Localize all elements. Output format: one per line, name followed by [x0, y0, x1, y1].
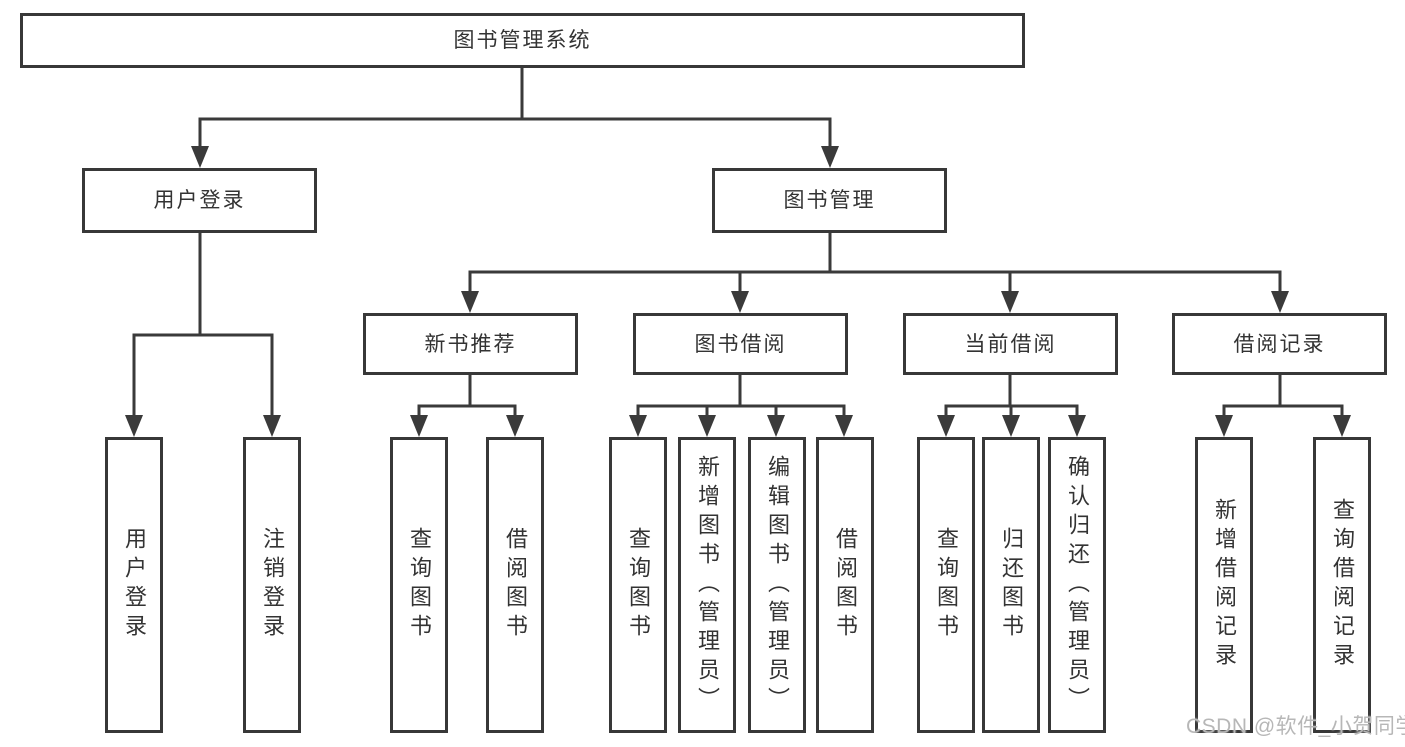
- node-label: 编辑图书（管理员）: [765, 454, 790, 716]
- node-label: 图书管理系统: [453, 29, 592, 52]
- node-book-management: 图书管理: [712, 168, 947, 233]
- node-label: 借阅图书: [833, 527, 858, 643]
- node-label: 查询借阅记录: [1330, 498, 1355, 672]
- node-new-book-recommendation: 新书推荐: [363, 313, 578, 375]
- node-label: 注销登录: [260, 527, 285, 643]
- node-label: 查询图书: [407, 527, 432, 643]
- csdn-watermark: CSDN @软件_小贺同学: [1186, 715, 1405, 738]
- node-label: 确认归还（管理员）: [1065, 454, 1090, 716]
- leaf-logout: 注销登录: [243, 437, 301, 733]
- leaf-return-books: 归还图书: [982, 437, 1040, 733]
- node-label: 新书推荐: [424, 332, 517, 356]
- node-label: 当前借阅: [964, 332, 1057, 356]
- leaf-user-login: 用户登录: [105, 437, 163, 733]
- leaf-query-borrow-record: 查询借阅记录: [1313, 437, 1371, 733]
- leaf-edit-books-admin: 编辑图书（管理员）: [748, 437, 806, 733]
- node-label: 新增图书（管理员）: [695, 454, 720, 716]
- node-borrowing-records: 借阅记录: [1172, 313, 1387, 375]
- node-label: 用户登录: [122, 527, 147, 643]
- leaf-query-books-current: 查询图书: [917, 437, 975, 733]
- node-label: 图书借阅: [694, 332, 787, 356]
- leaf-query-books-recommend: 查询图书: [390, 437, 448, 733]
- node-label: 新增借阅记录: [1212, 498, 1237, 672]
- leaf-borrow-books: 借阅图书: [816, 437, 874, 733]
- node-library-management-system: 图书管理系统: [20, 13, 1025, 68]
- node-label: 借阅图书: [503, 527, 528, 643]
- node-label: 归还图书: [999, 527, 1024, 643]
- leaf-add-books-admin: 新增图书（管理员）: [678, 437, 736, 733]
- leaf-confirm-return-admin: 确认归还（管理员）: [1048, 437, 1106, 733]
- node-label: 借阅记录: [1233, 332, 1326, 356]
- node-label: 图书管理: [783, 189, 876, 212]
- node-book-borrowing: 图书借阅: [633, 313, 848, 375]
- node-label: 用户登录: [153, 189, 246, 212]
- node-label: 查询图书: [934, 527, 959, 643]
- leaf-borrow-books-recommend: 借阅图书: [486, 437, 544, 733]
- leaf-add-borrow-record: 新增借阅记录: [1195, 437, 1253, 733]
- node-label: 查询图书: [626, 527, 651, 643]
- node-user-login: 用户登录: [82, 168, 317, 233]
- node-current-borrowing: 当前借阅: [903, 313, 1118, 375]
- leaf-query-books-borrow: 查询图书: [609, 437, 667, 733]
